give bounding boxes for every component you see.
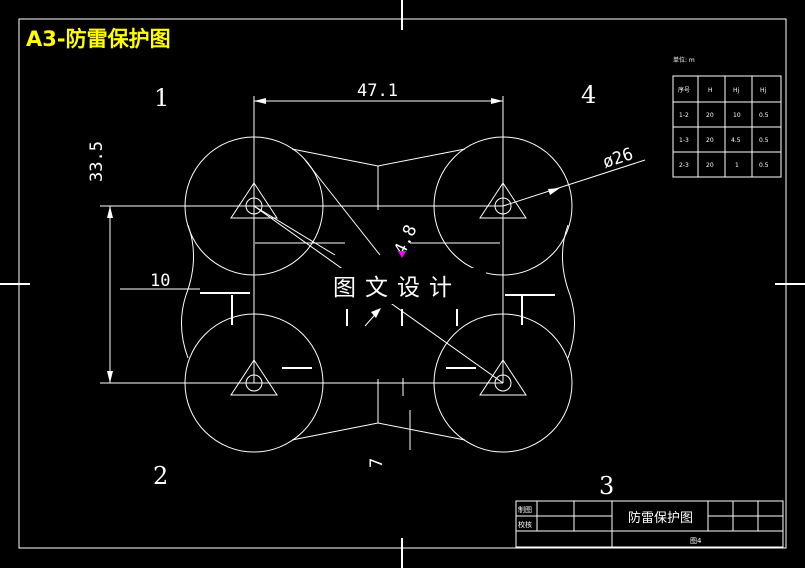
dimension-horizontal: 47.1 bbox=[254, 81, 503, 104]
title-block-drawing-number: 图4 bbox=[690, 537, 702, 545]
corner-number-4: 4 bbox=[581, 81, 596, 109]
corner-number-3: 3 bbox=[599, 472, 614, 500]
dimension-offset: 10 bbox=[120, 271, 200, 291]
table-header-cell: Hj bbox=[760, 87, 767, 94]
table-header-cell: Hj bbox=[733, 87, 740, 94]
title-block-drawing-name: 防雷保护图 bbox=[628, 510, 693, 526]
table-header-cell: 序号 bbox=[678, 86, 690, 94]
corner-number-2: 2 bbox=[153, 462, 168, 490]
data-table: 序号 H Hj Hj 1-2 20 10 0.5 1-3 20 4.5 0.5 … bbox=[672, 75, 782, 178]
dimension-diameter: ø26 bbox=[502, 144, 646, 207]
watermark: 图文设计 bbox=[326, 268, 486, 327]
table-cell: 20 bbox=[706, 112, 714, 119]
dimension-gap-label: 4.8 bbox=[390, 222, 421, 258]
dimension-vertical-label: 33.5 bbox=[87, 141, 107, 182]
table-cell: 1 bbox=[735, 162, 739, 169]
table-cell: 20 bbox=[706, 137, 714, 144]
drawing-title: A3-防雷保护图 bbox=[26, 27, 171, 51]
table-cell: 0.5 bbox=[759, 162, 769, 169]
title-block: 制图 校核 防雷保护图 图4 bbox=[515, 500, 784, 548]
table-cell: 1-3 bbox=[679, 137, 689, 144]
title-block-checked-label: 校核 bbox=[518, 520, 532, 529]
dimension-horizontal-label: 47.1 bbox=[357, 81, 398, 101]
table-header-cell: H bbox=[708, 87, 713, 94]
table-cell: 1-2 bbox=[679, 112, 689, 119]
watermark-text: 图文设计 bbox=[333, 275, 461, 301]
protection-envelope bbox=[180, 148, 576, 441]
table-cell: 10 bbox=[733, 112, 741, 119]
dimension-vertical: 33.5 bbox=[87, 141, 113, 383]
units-label: 单位: m bbox=[673, 56, 695, 64]
table-cell: 2-3 bbox=[679, 162, 689, 169]
dimension-offset-label: 10 bbox=[150, 271, 170, 291]
table-cell: 0.5 bbox=[759, 112, 769, 119]
table-cell: 4.5 bbox=[731, 137, 741, 144]
table-cell: 0.5 bbox=[759, 137, 769, 144]
dimension-small-label: 7 bbox=[367, 458, 387, 468]
title-block-drawn-label: 制图 bbox=[518, 505, 532, 514]
corner-number-1: 1 bbox=[154, 84, 169, 112]
dimension-gap: 4.8 bbox=[390, 222, 421, 258]
dimension-diameter-label: ø26 bbox=[600, 144, 635, 173]
table-cell: 20 bbox=[706, 162, 714, 169]
